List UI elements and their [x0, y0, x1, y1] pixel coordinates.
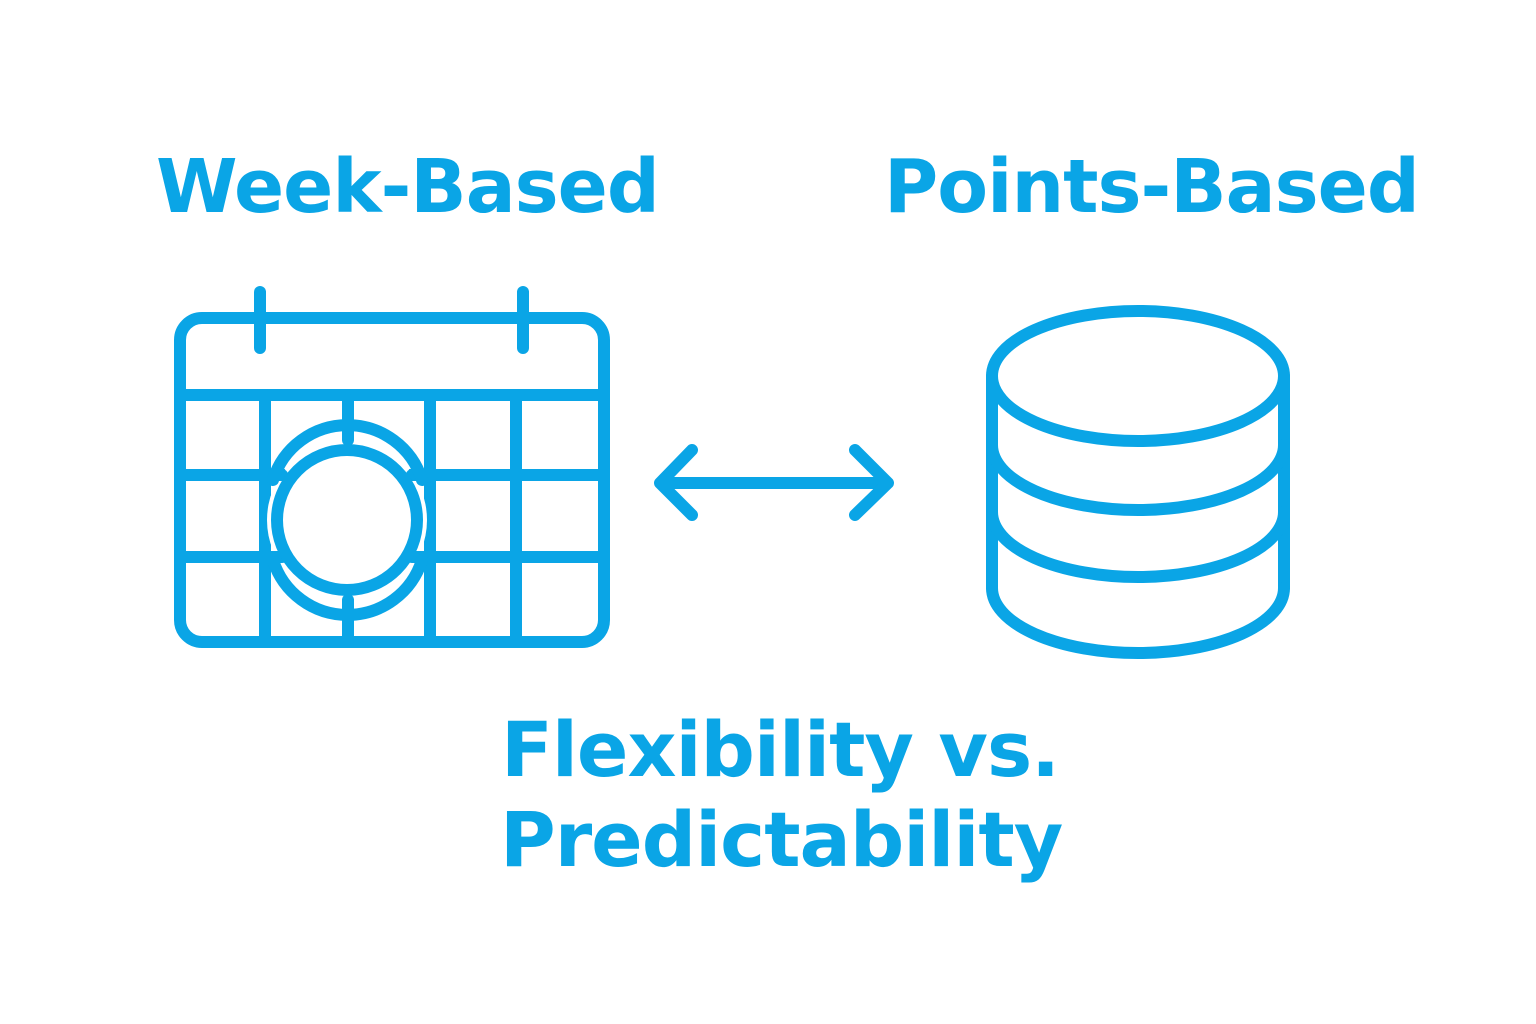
database-band-2 — [986, 506, 1290, 583]
calendar-icon — [174, 286, 610, 648]
caption-line-1: Flexibility vs. — [500, 705, 1060, 794]
calendar-circle-halo — [267, 419, 428, 486]
points-based-title: Points-Based — [884, 144, 1420, 230]
caption-line-2: Predictability — [500, 795, 1063, 884]
caption: Flexibility vs. Predictability — [500, 705, 1063, 885]
database-band-1 — [986, 439, 1290, 516]
database-top — [986, 305, 1290, 447]
arrow-head-left — [654, 444, 698, 521]
arrow-head-right — [849, 444, 894, 521]
calendar-highlight-circle — [271, 444, 423, 596]
double-arrow-icon — [654, 444, 894, 521]
week-based-title: Week-Based — [156, 144, 660, 230]
database-icon — [986, 305, 1290, 659]
database-bottom — [986, 582, 1290, 659]
